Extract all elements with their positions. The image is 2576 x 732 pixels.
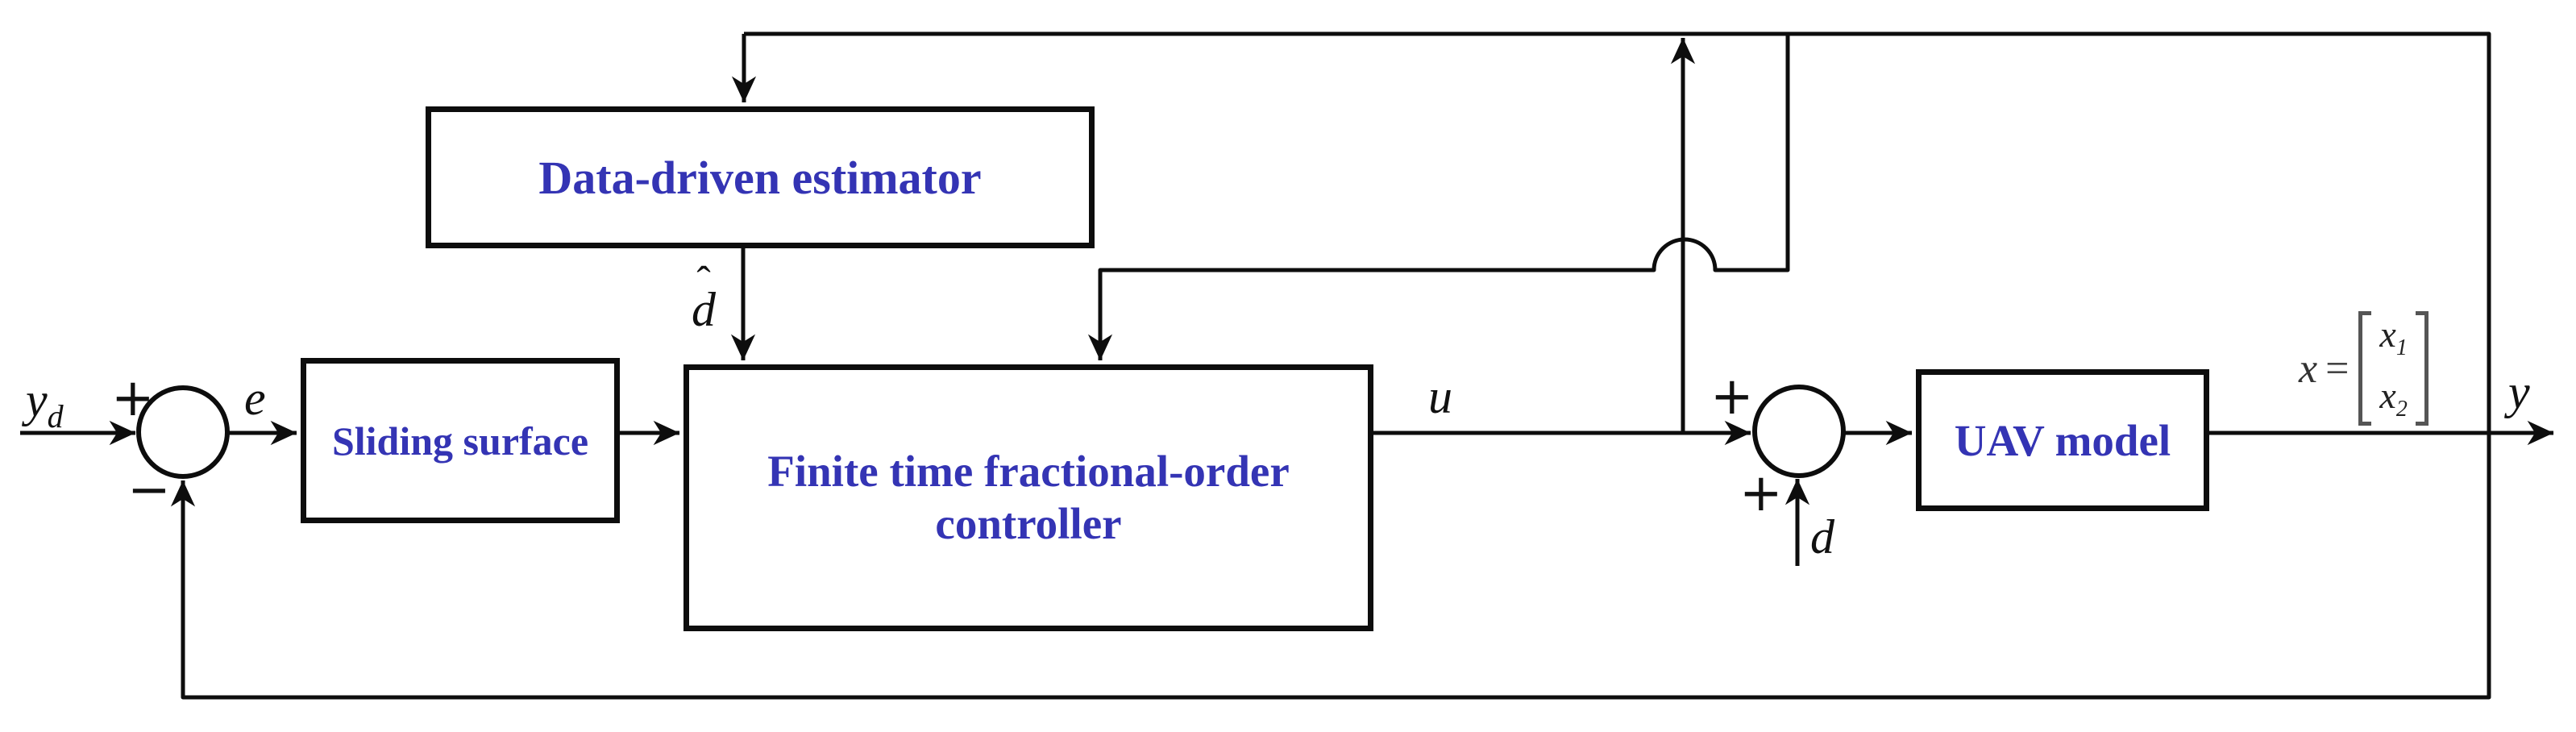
outer-feedback-rail: [170, 31, 2491, 700]
state-row-1: x1: [2379, 314, 2408, 360]
reference-signal-label: yd: [26, 373, 64, 435]
estimator-block: Data-driven estimator: [426, 106, 1095, 248]
state-vector-label: x = x1 x2: [2299, 311, 2429, 426]
right-bracket: [2415, 311, 2429, 426]
state-lhs: x: [2299, 345, 2318, 392]
left-bracket: [2358, 311, 2372, 426]
controller-label: Finite time fractional-order controller: [767, 446, 1290, 551]
controller-block: Finite time fractional-order controller: [683, 364, 1373, 631]
estimator-label: Data-driven estimator: [538, 151, 982, 204]
estimate-signal-label: ˆ d: [692, 259, 716, 336]
uav-model-label: UAV model: [1954, 415, 2171, 465]
control-signal-label: u: [1428, 370, 1452, 423]
state-vector-column: x1 x2: [2371, 314, 2415, 422]
state-feedback-line: [1087, 34, 1790, 361]
sliding-surface-label: Sliding surface: [331, 418, 589, 464]
summer2-plus-top-sign: +: [1710, 367, 1754, 426]
summer1-circle: [136, 385, 230, 479]
summer1-plus-sign: +: [111, 368, 155, 428]
sliding-surface-block: Sliding surface: [301, 358, 620, 523]
summer2-circle: [1752, 385, 1846, 478]
controller-label-line1: Finite time fractional-order: [767, 446, 1290, 496]
equals-sign: =: [2325, 345, 2350, 392]
disturbance-signal-label: d: [1810, 510, 1834, 564]
summer2-plus-bottom-sign: +: [1739, 464, 1783, 523]
hat-accent: ˆ: [696, 259, 711, 305]
controller-label-line2: controller: [935, 498, 1122, 548]
uav-model-block: UAV model: [1916, 369, 2209, 511]
error-signal-label: e: [244, 372, 266, 425]
state-row-2: x2: [2379, 375, 2408, 422]
output-signal-label: y: [2508, 365, 2530, 418]
summer1-minus-sign: −: [127, 460, 171, 520]
